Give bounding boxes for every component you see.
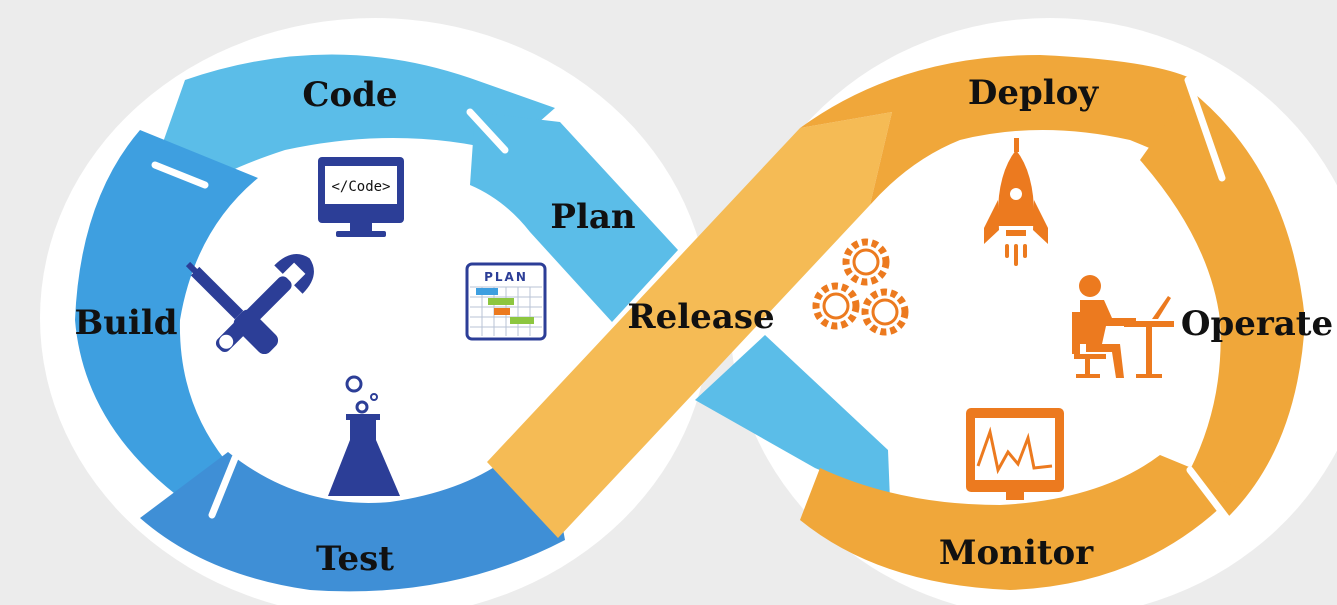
plan-sheet-icon: PLAN — [465, 262, 547, 341]
operate-arrow — [1140, 90, 1305, 520]
release-arrow — [487, 112, 892, 538]
code-monitor-icon: </Code> — [318, 157, 404, 237]
stage-label-code: Code — [302, 75, 397, 115]
arrow-separators — [151, 76, 1232, 524]
gears-icon-hubs — [822, 248, 899, 326]
flask-icon — [328, 375, 400, 496]
gears-icon — [812, 238, 909, 336]
build-arrow — [75, 130, 258, 520]
right-orange-loop — [487, 55, 1305, 590]
monitor-to-plan-arm — [695, 335, 890, 500]
stage-label-operate: Operate — [1181, 304, 1333, 344]
plan-sheet-title: PLAN — [484, 270, 528, 284]
code-arrow — [155, 54, 555, 186]
wrench-screwdriver-icon — [185, 254, 314, 355]
left-blue-loop — [75, 54, 678, 592]
stage-label-build: Build — [74, 303, 177, 343]
stage-label-plan: Plan — [550, 197, 635, 237]
operator-at-desk-icon — [1072, 275, 1174, 378]
monitor-arrow — [800, 455, 1240, 590]
monitoring-screen-icon — [966, 408, 1064, 500]
test-arrow — [140, 452, 565, 592]
rocket-icon — [984, 138, 1048, 266]
plan-arrow — [470, 112, 678, 322]
stage-label-release: Release — [627, 297, 774, 337]
stage-label-deploy: Deploy — [968, 73, 1099, 113]
code-monitor-text: </Code> — [331, 179, 390, 195]
deploy-arrow — [800, 55, 1222, 205]
stage-label-test: Test — [316, 539, 394, 579]
stage-label-monitor: Monitor — [939, 533, 1094, 573]
